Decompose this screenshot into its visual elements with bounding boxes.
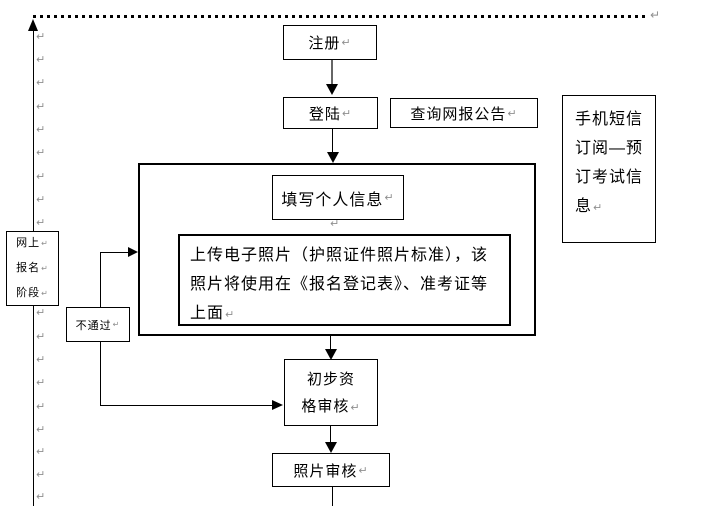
pilcrow-mark: ↵ (36, 490, 46, 503)
node-login: 登陆↵ (283, 97, 378, 129)
node-sms-subscription: 手机短信 订阅—预 订考试信 息↵ (562, 95, 656, 243)
node-sms-line: 手机短信 (575, 111, 644, 128)
stage-line: 报名↵ (16, 262, 49, 274)
pilcrow-mark: ↵ (41, 289, 49, 298)
node-preliminary-review: 初步资 格审核↵ (284, 359, 378, 426)
right-arrowhead-icon (128, 247, 138, 257)
pilcrow-mark: ↵ (358, 463, 369, 477)
pilcrow-mark: ↵ (36, 216, 46, 229)
node-register: 注册↵ (283, 25, 377, 60)
node-login-label: 登陆 (308, 105, 341, 123)
connector-register-login (331, 60, 333, 85)
pilcrow-mark: ↵ (384, 191, 395, 204)
down-arrowhead-icon (325, 442, 337, 453)
pilcrow-mark: ↵ (507, 106, 518, 120)
pilcrow-mark: ↵ (36, 193, 46, 206)
node-upload-photo-line: 照片将使用在《报名登记表》、准考证等 (190, 276, 489, 293)
connector-notpass-upper (100, 252, 101, 307)
connector-photo-review-next (332, 487, 333, 506)
pilcrow-mark: ↵ (36, 445, 46, 458)
pilcrow-mark: ↵ (36, 146, 46, 159)
node-not-pass: 不通过↵ (66, 307, 130, 342)
pilcrow-mark: ↵ (36, 353, 46, 366)
connector-notpass-lower (100, 342, 101, 405)
node-upload-photo: 上传电子照片（护照证件照片标准），该 照片将使用在《报名登记表》、准考证等 上面… (178, 234, 511, 326)
down-arrowhead-icon (326, 84, 338, 95)
node-not-pass-label: 不通过 (75, 319, 112, 332)
node-online-registration-stage: 网上↵ 报名↵ 阶段↵ (6, 231, 59, 306)
pilcrow-mark: ↵ (36, 76, 46, 89)
pilcrow-mark: ↵ (650, 8, 661, 22)
node-upload-photo-line: 上面↵ (190, 305, 236, 322)
node-fill-personal-info-label: 填写个人信息 (281, 191, 384, 209)
page-top-dotted-line (33, 15, 648, 18)
pilcrow-mark: ↵ (341, 106, 353, 120)
pilcrow-mark: ↵ (341, 36, 352, 49)
pilcrow-mark: ↵ (36, 100, 46, 113)
node-sms-line: 息↵ (575, 198, 604, 215)
connector-login-container (332, 129, 333, 153)
node-photo-review-label: 照片审核 (293, 462, 358, 480)
connector-notpass-to-review (100, 405, 272, 406)
connector-notpass-to-container (100, 252, 128, 253)
pilcrow-mark: ↵ (36, 306, 46, 319)
right-arrowhead-icon (272, 400, 283, 410)
node-upload-photo-line: 上传电子照片（护照证件照片标准），该 (190, 247, 489, 264)
pilcrow-mark: ↵ (330, 217, 340, 230)
pilcrow-mark: ↵ (36, 123, 46, 136)
pilcrow-mark: ↵ (112, 319, 121, 329)
pilcrow-mark: ↵ (41, 239, 49, 248)
node-fill-personal-info: 填写个人信息↵ (272, 175, 404, 220)
node-register-label: 注册 (308, 35, 341, 52)
node-preliminary-review-line: 格审核↵ (301, 397, 361, 415)
pilcrow-mark: ↵ (36, 400, 46, 413)
pilcrow-mark: ↵ (36, 376, 46, 389)
connector-review-photo (330, 426, 331, 443)
stage-line: 网上↵ (16, 237, 49, 249)
down-arrowhead-icon (325, 349, 337, 360)
pilcrow-mark: ↵ (593, 201, 604, 214)
down-arrowhead-icon (327, 152, 339, 163)
pilcrow-mark: ↵ (36, 330, 46, 343)
pilcrow-mark: ↵ (36, 468, 46, 481)
pilcrow-mark: ↵ (225, 308, 236, 321)
pilcrow-mark: ↵ (36, 423, 46, 436)
stage-line: 阶段↵ (16, 287, 49, 299)
node-photo-review: 照片审核↵ (272, 453, 390, 487)
pilcrow-mark: ↵ (36, 30, 46, 43)
pilcrow-mark: ↵ (41, 264, 49, 273)
pilcrow-mark: ↵ (36, 170, 46, 183)
node-preliminary-review-line: 初步资 (306, 370, 355, 388)
node-sms-line: 订考试信 (575, 169, 644, 186)
pilcrow-mark: ↵ (350, 400, 361, 414)
node-sms-line: 订阅—预 (575, 140, 644, 157)
up-arrowhead-icon (28, 19, 38, 31)
connector-container-review (330, 336, 331, 350)
node-query-announcement: 查询网报公告↵ (390, 98, 538, 128)
pilcrow-mark: ↵ (36, 53, 46, 66)
node-query-announcement-label: 查询网报公告 (410, 105, 507, 123)
